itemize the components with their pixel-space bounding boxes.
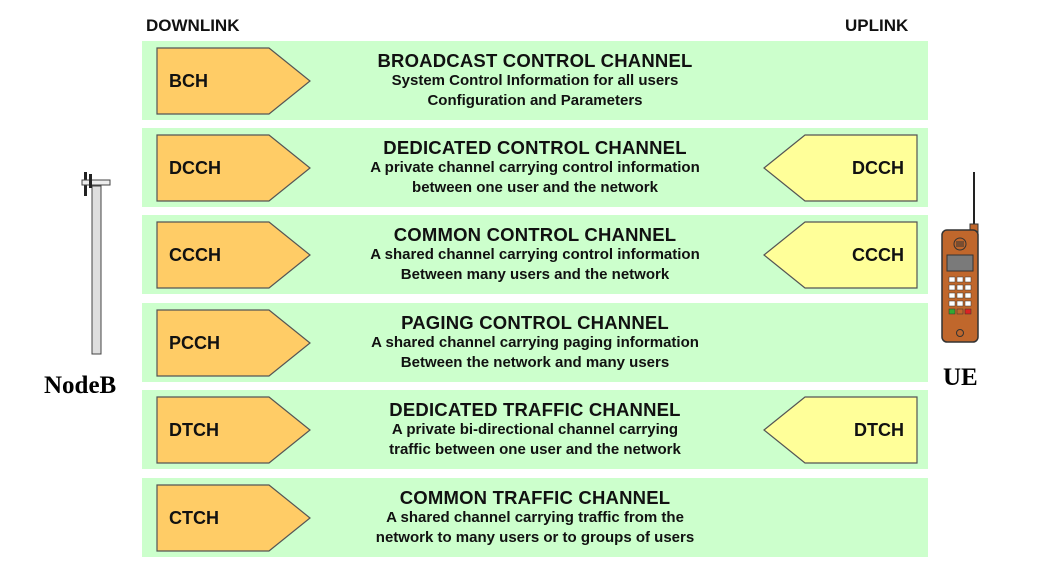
- downlink-channel-label: CTCH: [169, 508, 219, 528]
- channel-title: COMMON TRAFFIC CHANNEL: [399, 487, 671, 508]
- downlink-channel-label: PCCH: [169, 333, 220, 353]
- base-station-tower-icon: [81, 172, 111, 355]
- downlink-arrow-shape: [156, 484, 311, 552]
- downlink-arrow: CCCH: [156, 221, 311, 289]
- channel-description-line: between one user and the network: [412, 179, 658, 196]
- phone-key: [956, 276, 964, 283]
- downlink-arrow-shape: [156, 221, 311, 289]
- channel-description-line: A private channel carrying control infor…: [370, 159, 700, 176]
- downlink-arrow-shape: [156, 309, 311, 377]
- downlink-arrow-shape: [156, 134, 311, 202]
- uplink-arrow: DCCH: [763, 134, 918, 202]
- downlink-arrow-shape: [156, 47, 311, 115]
- phone-key: [964, 284, 972, 291]
- downlink-arrow: PCCH: [156, 309, 311, 377]
- downlink-channel-label: BCH: [169, 71, 208, 91]
- phone-key: [964, 276, 972, 283]
- downlink-arrow-shape: [156, 396, 311, 464]
- downlink-arrow: DCCH: [156, 134, 311, 202]
- phone-key: [948, 276, 956, 283]
- mobile-phone-icon: [941, 172, 979, 343]
- phone-key: [948, 284, 956, 291]
- channel-title: DEDICATED TRAFFIC CHANNEL: [389, 399, 681, 420]
- uplink-channel-label: DCCH: [852, 158, 904, 178]
- nodeb-label: NodeB: [44, 372, 117, 399]
- channel-title: BROADCAST CONTROL CHANNEL: [377, 50, 693, 71]
- uplink-arrow: CCCH: [763, 221, 918, 289]
- uplink-arrow-shape: [763, 396, 918, 464]
- phone-key: [964, 292, 972, 299]
- channel-description-line: traffic between one user and the network: [389, 441, 681, 458]
- downlink-arrow: DTCH: [156, 396, 311, 464]
- channel-title: COMMON CONTROL CHANNEL: [393, 224, 677, 245]
- phone-key: [956, 292, 964, 299]
- channel-description-line: A private bi-directional channel carryin…: [391, 421, 679, 438]
- downlink-arrow: CTCH: [156, 484, 311, 552]
- uplink-arrow-shape: [763, 221, 918, 289]
- channel-description-line: Configuration and Parameters: [427, 92, 643, 109]
- channel-description-line: A shared channel carrying paging informa…: [371, 334, 699, 351]
- channel-description-line: A shared channel carrying control inform…: [370, 246, 700, 263]
- phone-key: [948, 292, 956, 299]
- uplink-header: UPLINK: [845, 16, 909, 35]
- channel-description-line: System Control Information for all users: [391, 72, 679, 89]
- phone-key: [956, 284, 964, 291]
- phone-key: [956, 300, 964, 307]
- downlink-header: DOWNLINK: [146, 16, 240, 35]
- downlink-channel-label: CCCH: [169, 245, 221, 265]
- channel-title: DEDICATED CONTROL CHANNEL: [383, 137, 687, 158]
- phone-key: [964, 300, 972, 307]
- channel-description-line: network to many users or to groups of us…: [375, 529, 695, 546]
- phone-key: [948, 300, 956, 307]
- uplink-channel-label: CCCH: [852, 245, 904, 265]
- downlink-arrow: BCH: [156, 47, 311, 115]
- uplink-channel-label: DTCH: [854, 420, 904, 440]
- phone-key: [948, 308, 956, 315]
- uplink-arrow: DTCH: [763, 396, 918, 464]
- ue-label: UE: [943, 364, 978, 391]
- channel-description-line: Between the network and many users: [400, 354, 670, 371]
- uplink-arrow-shape: [763, 134, 918, 202]
- phone-key: [956, 308, 964, 315]
- channel-description-line: A shared channel carrying traffic from t…: [386, 509, 684, 526]
- phone-key: [964, 308, 972, 315]
- channel-title: PAGING CONTROL CHANNEL: [401, 312, 669, 333]
- channel-description-line: Between many users and the network: [400, 266, 670, 283]
- downlink-channel-label: DCCH: [169, 158, 221, 178]
- downlink-channel-label: DTCH: [169, 420, 219, 440]
